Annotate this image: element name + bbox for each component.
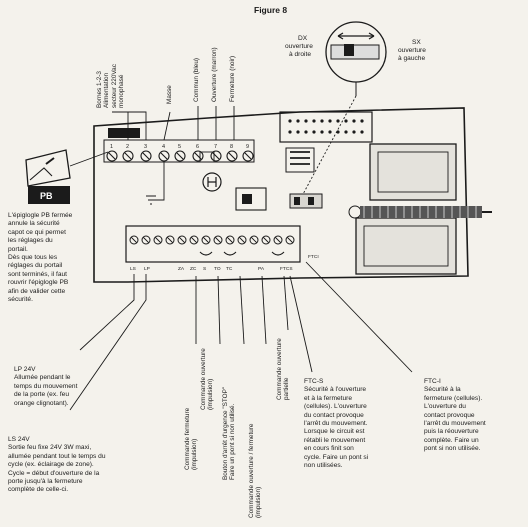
ftci-note: FTC-I Sécurité à la fermeture (cellules)… [424,378,486,453]
bottom-terminal-label: ZA [178,266,185,272]
top-label-power: Bornes 1-2-3 Alimentation secteur 220Vac… [96,64,126,108]
bottom-terminal-names: LS LP ZA ZC S TO TC PA FTCS FTCI [130,254,319,272]
control-board [93,107,492,283]
top-label-ground: Masse [166,85,173,104]
pb-jumper [25,149,109,204]
top-terminal-number: 5 [178,144,181,150]
pb-label: PB [40,191,53,201]
top-terminal-number: 8 [230,144,233,150]
label-stop-button: Bouton d'arrêt d'urgence "STOP" Faire un… [222,386,237,480]
figure-title: Figure 8 [254,5,288,15]
bottom-terminal-label: TO [214,266,221,272]
switch-inset [301,21,387,197]
label-open-command: Commande ouverture (impulsion) [200,348,215,410]
top-terminal-block [103,128,255,163]
top-label-closing: Fermeture (noir) [229,55,236,102]
bottom-terminal-label: LP [144,266,150,272]
top-terminal-number: 3 [144,144,147,150]
top-terminal-number: 4 [162,144,165,150]
top-terminal-number: 7 [214,144,217,150]
top-terminal-number: 9 [246,144,249,150]
top-label-opening: Ouverture (marron) [211,47,218,102]
bottom-terminal-label: TC [226,266,233,272]
bottom-leader-lines [69,261,413,411]
pb-note: L'épiglogle PB fermée annule la sécurité… [8,212,73,304]
label-partial-open: Commande ouverture partielle [276,338,291,400]
top-terminal-number: 2 [126,144,129,150]
lp-note: LP 24V Allumée pendant le temps du mouve… [14,366,78,407]
top-terminal-numbers: 1 2 3 4 5 6 7 8 9 [110,144,249,150]
bottom-terminal-label: FTCS [280,266,293,272]
top-terminal-number: 1 [110,144,113,150]
bottom-terminal-label: FTCI [308,254,319,260]
label-open-close-command: Commande ouverture / fermeture (impulsio… [248,423,263,518]
bottom-terminal-label: PA [258,266,265,272]
bottom-terminal-label: S [203,266,206,272]
bottom-terminal-block [125,225,301,263]
label-close-command: Commande fermeture (impulsion) [184,407,199,470]
ftcs-note: FTC-S Sécurité à l'ouverture et à la fer… [304,378,369,470]
top-terminal-number: 6 [196,144,199,150]
bottom-terminal-label: ZC [190,266,197,272]
top-label-common: Commun (bleu) [193,57,200,102]
bottom-terminal-label: LS [130,266,136,272]
ls-note: LS 24V Sortie feu fixe 24V 3W maxi, allu… [8,436,106,494]
top-leader-lines [112,106,235,205]
